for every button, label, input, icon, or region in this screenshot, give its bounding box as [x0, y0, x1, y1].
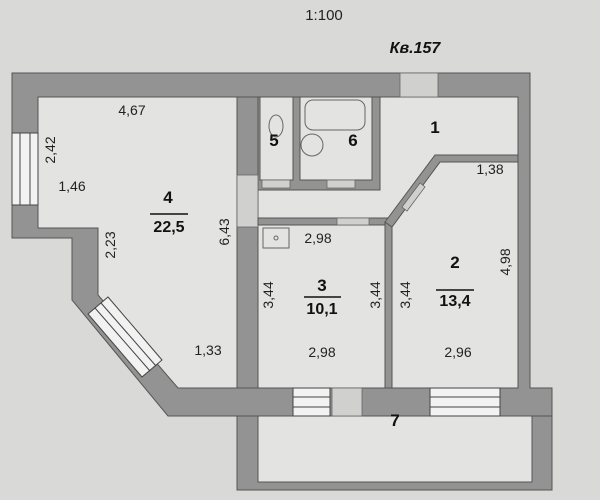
dim-room2-top: 1,38 — [476, 161, 503, 177]
room-2-area: 13,4 — [439, 293, 470, 310]
dim-room4-step: 1,46 — [58, 178, 85, 194]
room-7-balcony — [257, 411, 533, 483]
dim-room3-right: 3,44 — [367, 281, 383, 308]
room-3-kitchen — [257, 224, 386, 389]
window-kitchen — [292, 387, 331, 417]
door-4 — [236, 174, 259, 228]
door-3 — [336, 217, 370, 226]
dim-room3-bottom: 2,98 — [308, 344, 335, 360]
dim-room3-top: 2,98 — [304, 230, 331, 246]
room-4-area: 22,5 — [153, 219, 184, 236]
wall-4-3 — [236, 96, 259, 389]
entrance-door — [399, 72, 439, 98]
door-6 — [326, 179, 356, 189]
room-7-number: 7 — [390, 411, 399, 430]
kitchen-drain-icon — [273, 235, 279, 241]
dim-room2-right: 4,98 — [497, 248, 513, 275]
room-5-number: 5 — [269, 131, 278, 150]
kitchen-sink-icon — [262, 227, 290, 249]
room-2-number: 2 — [450, 253, 459, 272]
dim-room4-top: 4,67 — [118, 102, 145, 118]
room-3-number: 3 — [317, 276, 326, 295]
sink-icon — [300, 133, 324, 157]
dim-room4-bottom: 1,33 — [194, 342, 221, 358]
wall-3-2 — [384, 221, 393, 389]
bathtub-icon — [304, 99, 366, 131]
wall-room-2-top — [384, 154, 519, 228]
room-5-wc — [259, 96, 294, 181]
scale-label: 1:100 — [305, 7, 343, 24]
window-room-4-left — [11, 132, 39, 206]
toilet-icon — [268, 114, 284, 138]
window-room-4-bay — [87, 296, 163, 378]
dim-room3-left: 3,44 — [260, 281, 276, 308]
apartment-label: Кв.157 — [390, 40, 442, 57]
dim-room2-left: 3,44 — [397, 281, 413, 308]
room-3-area: 10,1 — [306, 301, 337, 318]
room-6-number: 6 — [348, 131, 357, 150]
room-6-bath — [299, 96, 373, 181]
door-5 — [261, 179, 291, 189]
dim-room4-left: 2,42 — [42, 136, 58, 163]
door-2 — [401, 182, 426, 212]
balcony-door — [331, 387, 363, 417]
room-4-number: 4 — [163, 188, 173, 207]
dim-room4-left-lower: 2,23 — [102, 231, 118, 258]
window-room-2 — [429, 387, 501, 417]
dim-room4-right: 6,43 — [216, 218, 232, 245]
wall-kitchen-top — [257, 217, 394, 226]
room-1-number: 1 — [430, 118, 439, 137]
dim-room2-bottom: 2,96 — [444, 344, 471, 360]
